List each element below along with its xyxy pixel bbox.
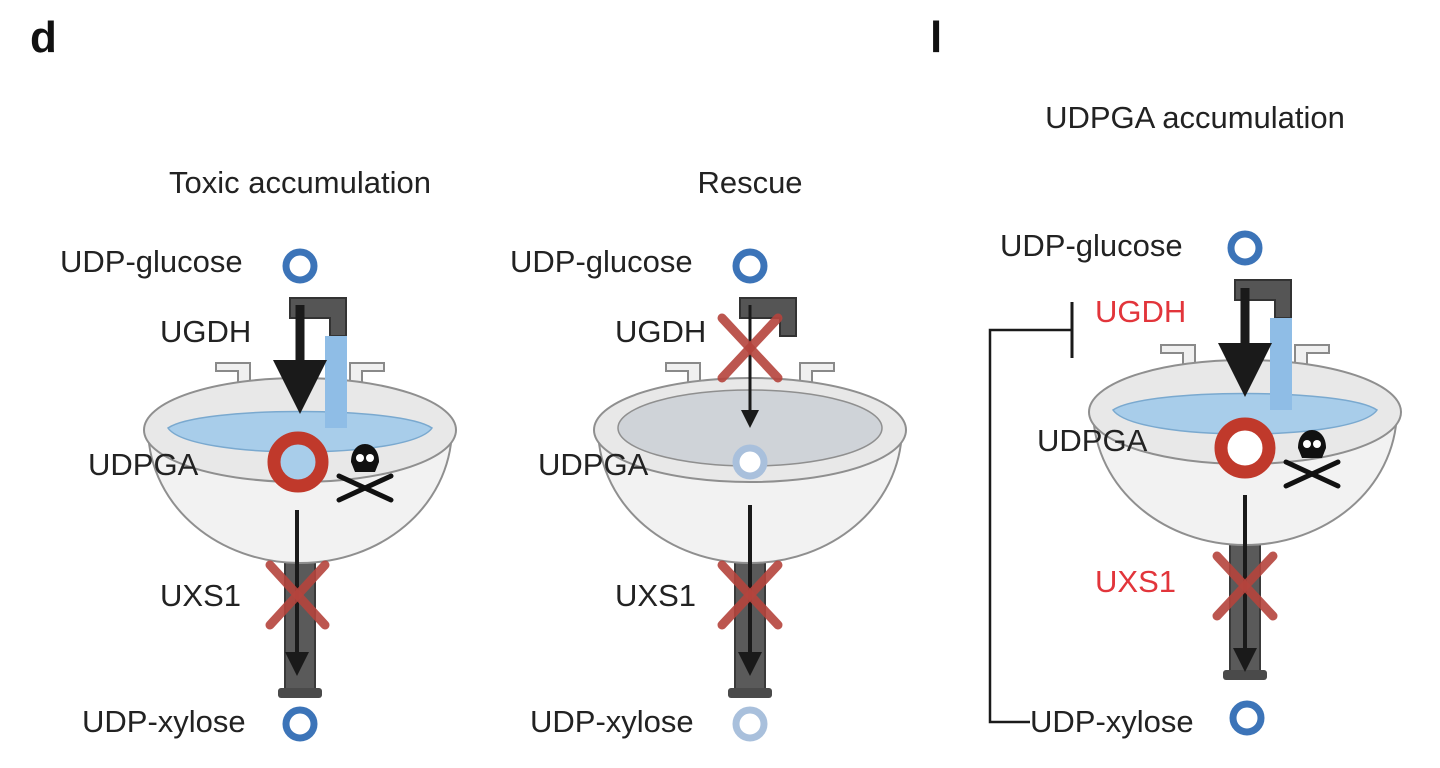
toxic-ugdh-label: UGDH <box>160 314 251 349</box>
udpga-ring-faded-icon <box>732 444 768 480</box>
rescue-product-label: UDP-xylose <box>530 704 694 739</box>
rescue-substrate-label: UDP-glucose <box>510 244 693 279</box>
l-ugdh-label: UGDH <box>1095 294 1186 329</box>
udp-glucose-ring-icon <box>732 248 768 284</box>
ugdh-inhibition-x-icon <box>717 313 783 383</box>
skull-crossbones-icon <box>336 444 394 503</box>
uxs1-inhibition-x-icon <box>717 560 783 630</box>
toxic-title: Toxic accumulation <box>169 165 431 200</box>
udp-glucose-ring-icon <box>282 248 318 284</box>
l-product-label: UDP-xylose <box>1030 704 1194 739</box>
toxic-udpga-label: UDPGA <box>88 447 199 482</box>
skull-crossbones-icon <box>1283 430 1341 489</box>
udpga-accumulation-title: UDPGA accumulation <box>1045 100 1345 135</box>
udp-xylose-ring-icon <box>282 706 318 742</box>
rescue-diagram: Rescue UDP-glucose UGDH UDPGA UXS1 UDP-x… <box>510 165 907 742</box>
water-stream-icon <box>325 336 347 428</box>
udpga-accumulation-diagram: UDPGA accumulation UDP-glucose UGDH UDPG… <box>988 100 1402 739</box>
udpga-accumulation-ring-icon <box>1214 417 1276 479</box>
udp-xylose-ring-faded-icon <box>732 706 768 742</box>
faucet-icon <box>739 297 797 337</box>
udpga-accumulation-ring-icon <box>267 431 329 493</box>
l-sink <box>1088 344 1402 681</box>
panel-letter-l: l <box>930 13 942 62</box>
uxs1-inhibition-x-icon <box>1212 551 1278 621</box>
l-udpga-label: UDPGA <box>1037 423 1148 458</box>
toxic-uxs1-label: UXS1 <box>160 578 241 613</box>
toxic-product-label: UDP-xylose <box>82 704 246 739</box>
udp-xylose-ring-icon <box>1229 700 1265 736</box>
rescue-uxs1-label: UXS1 <box>615 578 696 613</box>
water-stream-icon <box>1270 318 1292 410</box>
toxic-sink <box>143 362 457 699</box>
rescue-title: Rescue <box>697 165 802 200</box>
panel-letter-d: d <box>30 13 57 62</box>
uxs1-inhibition-x-icon <box>265 560 330 630</box>
l-uxs1-label: UXS1 <box>1095 564 1176 599</box>
l-substrate-label: UDP-glucose <box>1000 228 1183 263</box>
toxic-accumulation-diagram: Toxic accumulation UDP-glucose UGDH UDPG… <box>60 165 457 742</box>
feedback-inhibition-line <box>988 328 1072 724</box>
rescue-ugdh-label: UGDH <box>615 314 706 349</box>
toxic-substrate-label: UDP-glucose <box>60 244 243 279</box>
rescue-udpga-label: UDPGA <box>538 447 649 482</box>
udp-glucose-ring-icon <box>1227 230 1263 266</box>
